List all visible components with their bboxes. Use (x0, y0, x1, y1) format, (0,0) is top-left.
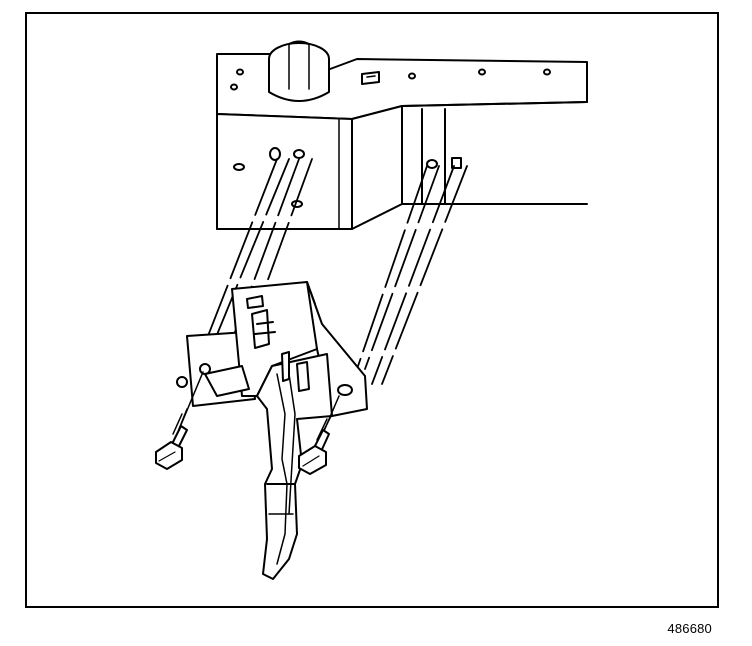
frame-rail (216, 40, 588, 230)
bracket (176, 281, 368, 580)
exploded-view-drawing (155, 40, 588, 580)
diagram-frame (25, 12, 719, 608)
figure-reference-number: 486680 (667, 621, 712, 636)
alignment-lines (198, 158, 468, 385)
bolt-right (298, 395, 340, 475)
bolt-left (155, 371, 204, 470)
cylinder-post (268, 40, 330, 102)
